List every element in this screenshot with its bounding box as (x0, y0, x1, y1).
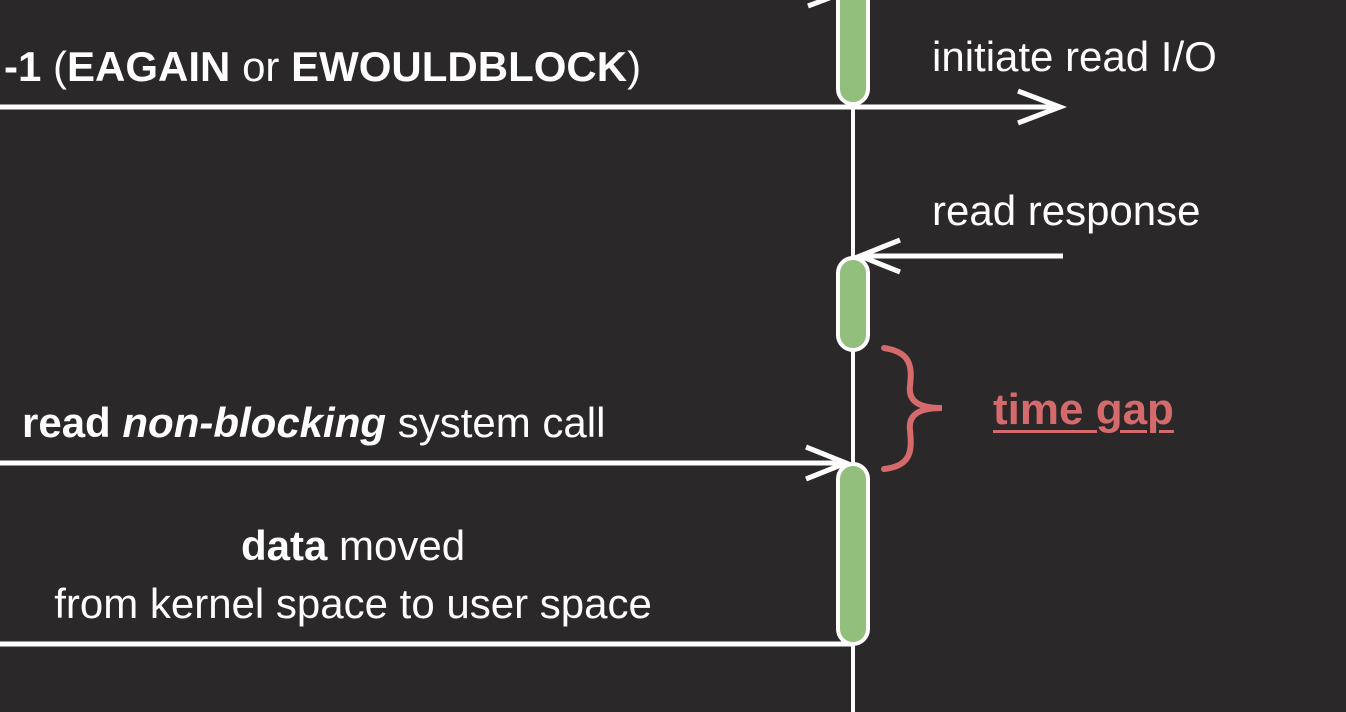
paren-close: ) (627, 43, 642, 90)
read-response-label: read response (932, 187, 1201, 234)
incoming-call-arrowhead (807, 0, 832, 9)
return-value-label: -1 (EAGAIN or EWOULDBLOCK) (4, 46, 641, 88)
activation-bar-copy (836, 462, 870, 646)
initiate-read-arrowhead (1017, 88, 1068, 126)
eagain-code: EAGAIN (67, 43, 231, 90)
activation-bar-response (836, 256, 870, 352)
activation-bar-return (836, 0, 870, 106)
data-moved-line2: from kernel space to user space (54, 580, 652, 627)
read-call-label: read non-blocking system call (22, 402, 605, 444)
data-word: data (240, 522, 328, 569)
initiate-read-label: initiate read I/O (932, 33, 1217, 80)
paren-open: ( (53, 43, 68, 90)
read-word: read (22, 399, 111, 446)
system-call-words: system call (397, 399, 606, 446)
read-call-arrowhead (805, 444, 853, 482)
read-response-arrowhead (853, 237, 901, 275)
moved-word: moved (338, 522, 466, 569)
data-moved-line1: data moved (0, 525, 706, 567)
return-value: -1 (4, 43, 42, 90)
time-gap-brace (881, 345, 943, 472)
or-word: or (242, 43, 280, 90)
non-blocking-word: non-blocking (122, 399, 387, 446)
ewouldblock-code: EWOULDBLOCK (291, 43, 628, 90)
time-gap-label: time gap (993, 385, 1174, 434)
